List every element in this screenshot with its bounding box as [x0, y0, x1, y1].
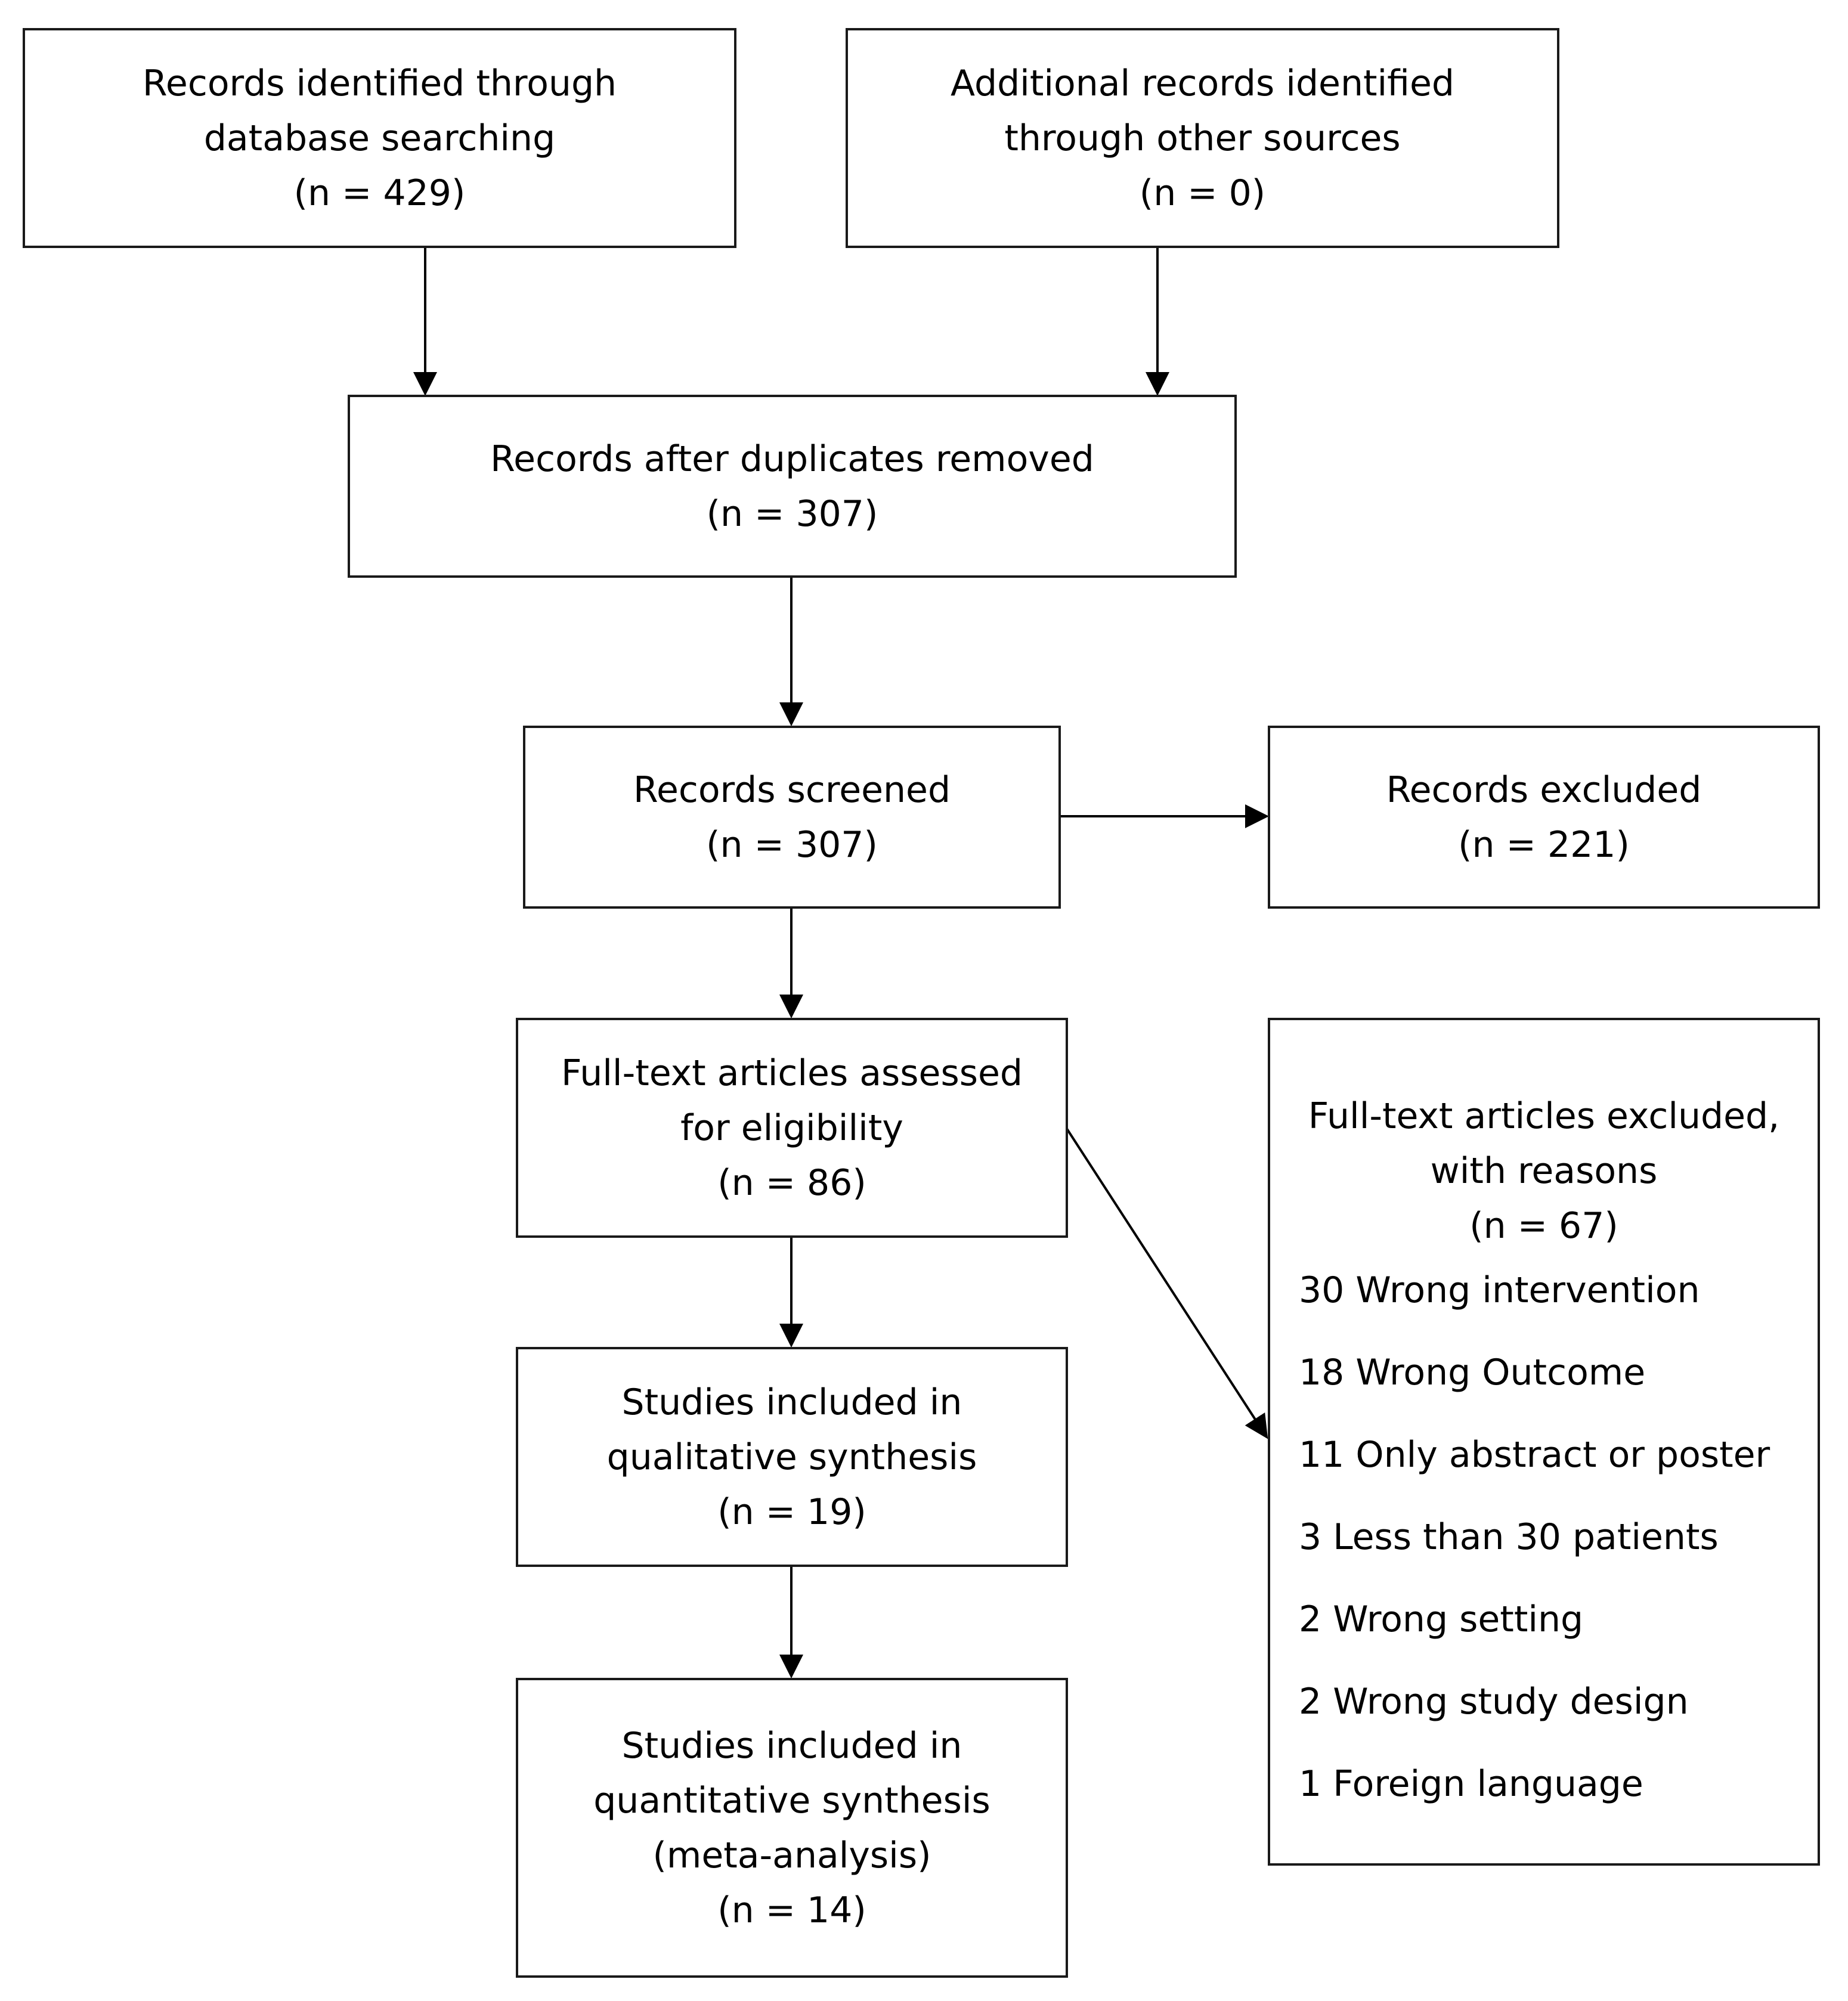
arrow-fulltext-to-excluded-reasons — [1066, 1128, 1268, 1439]
exclusion-reason: 2 Wrong study design — [1299, 1681, 1689, 1723]
quantitative-count: (n = 14) — [717, 1889, 866, 1931]
after-duplicates-label: Records after duplicates removed — [490, 438, 1094, 480]
full-text-excluded-header: Full-text articles excluded, with reason… — [1270, 1089, 1818, 1253]
qualitative-line-2: qualitative synthesis — [606, 1436, 977, 1478]
screened-count: (n = 307) — [706, 823, 878, 866]
qualitative-count: (n = 19) — [717, 1491, 866, 1533]
other-sources-box: Additional records identified through ot… — [846, 28, 1559, 248]
quantitative-synthesis-box: Studies included in quantitative synthes… — [516, 1678, 1068, 1978]
exclusion-reason: 2 Wrong setting — [1299, 1599, 1584, 1640]
other-sources-line-2: through other sources — [1004, 117, 1401, 159]
screened-label: Records screened — [633, 769, 951, 811]
full-text-assessed-box: Full-text articles assessed for eligibil… — [516, 1018, 1068, 1238]
database-records-count: (n = 429) — [293, 172, 466, 214]
records-excluded-label: Records excluded — [1386, 769, 1702, 811]
after-duplicates-count: (n = 307) — [706, 492, 878, 535]
database-records-line-1: Records identified through — [142, 62, 617, 104]
full-text-excluded-box: Full-text articles excluded, with reason… — [1268, 1018, 1820, 1866]
exclusion-reason: 1 Foreign language — [1299, 1763, 1643, 1805]
full-text-excluded-line-2: with reasons — [1430, 1150, 1658, 1192]
qualitative-line-1: Studies included in — [621, 1381, 962, 1423]
full-text-assessed-count: (n = 86) — [717, 1161, 866, 1204]
other-sources-line-1: Additional records identified — [951, 62, 1454, 104]
quantitative-line-1: Studies included in — [621, 1724, 962, 1767]
qualitative-synthesis-box: Studies included in qualitative synthesi… — [516, 1347, 1068, 1567]
records-excluded-box: Records excluded (n = 221) — [1268, 726, 1820, 909]
quantitative-line-3: (meta-analysis) — [652, 1834, 931, 1876]
database-records-line-2: database searching — [203, 117, 556, 159]
exclusion-reason: 18 Wrong Outcome — [1299, 1352, 1646, 1393]
database-records-box: Records identified through database sear… — [23, 28, 736, 248]
after-duplicates-box: Records after duplicates removed (n = 30… — [348, 395, 1237, 578]
full-text-assessed-line-1: Full-text articles assessed — [561, 1052, 1023, 1094]
exclusion-reasons-list: 30 Wrong intervention 18 Wrong Outcome 1… — [1299, 1263, 1770, 1839]
exclusion-reason: 3 Less than 30 patients — [1299, 1516, 1719, 1558]
quantitative-line-2: quantitative synthesis — [593, 1779, 990, 1822]
screened-box: Records screened (n = 307) — [523, 726, 1061, 909]
records-excluded-count: (n = 221) — [1458, 823, 1630, 866]
exclusion-reason: 11 Only abstract or poster — [1299, 1434, 1770, 1476]
other-sources-count: (n = 0) — [1139, 172, 1266, 214]
full-text-excluded-count: (n = 67) — [1469, 1205, 1618, 1247]
full-text-assessed-line-2: for eligibility — [680, 1107, 903, 1149]
full-text-excluded-line-1: Full-text articles excluded, — [1308, 1095, 1780, 1137]
exclusion-reason: 30 Wrong intervention — [1299, 1269, 1700, 1311]
